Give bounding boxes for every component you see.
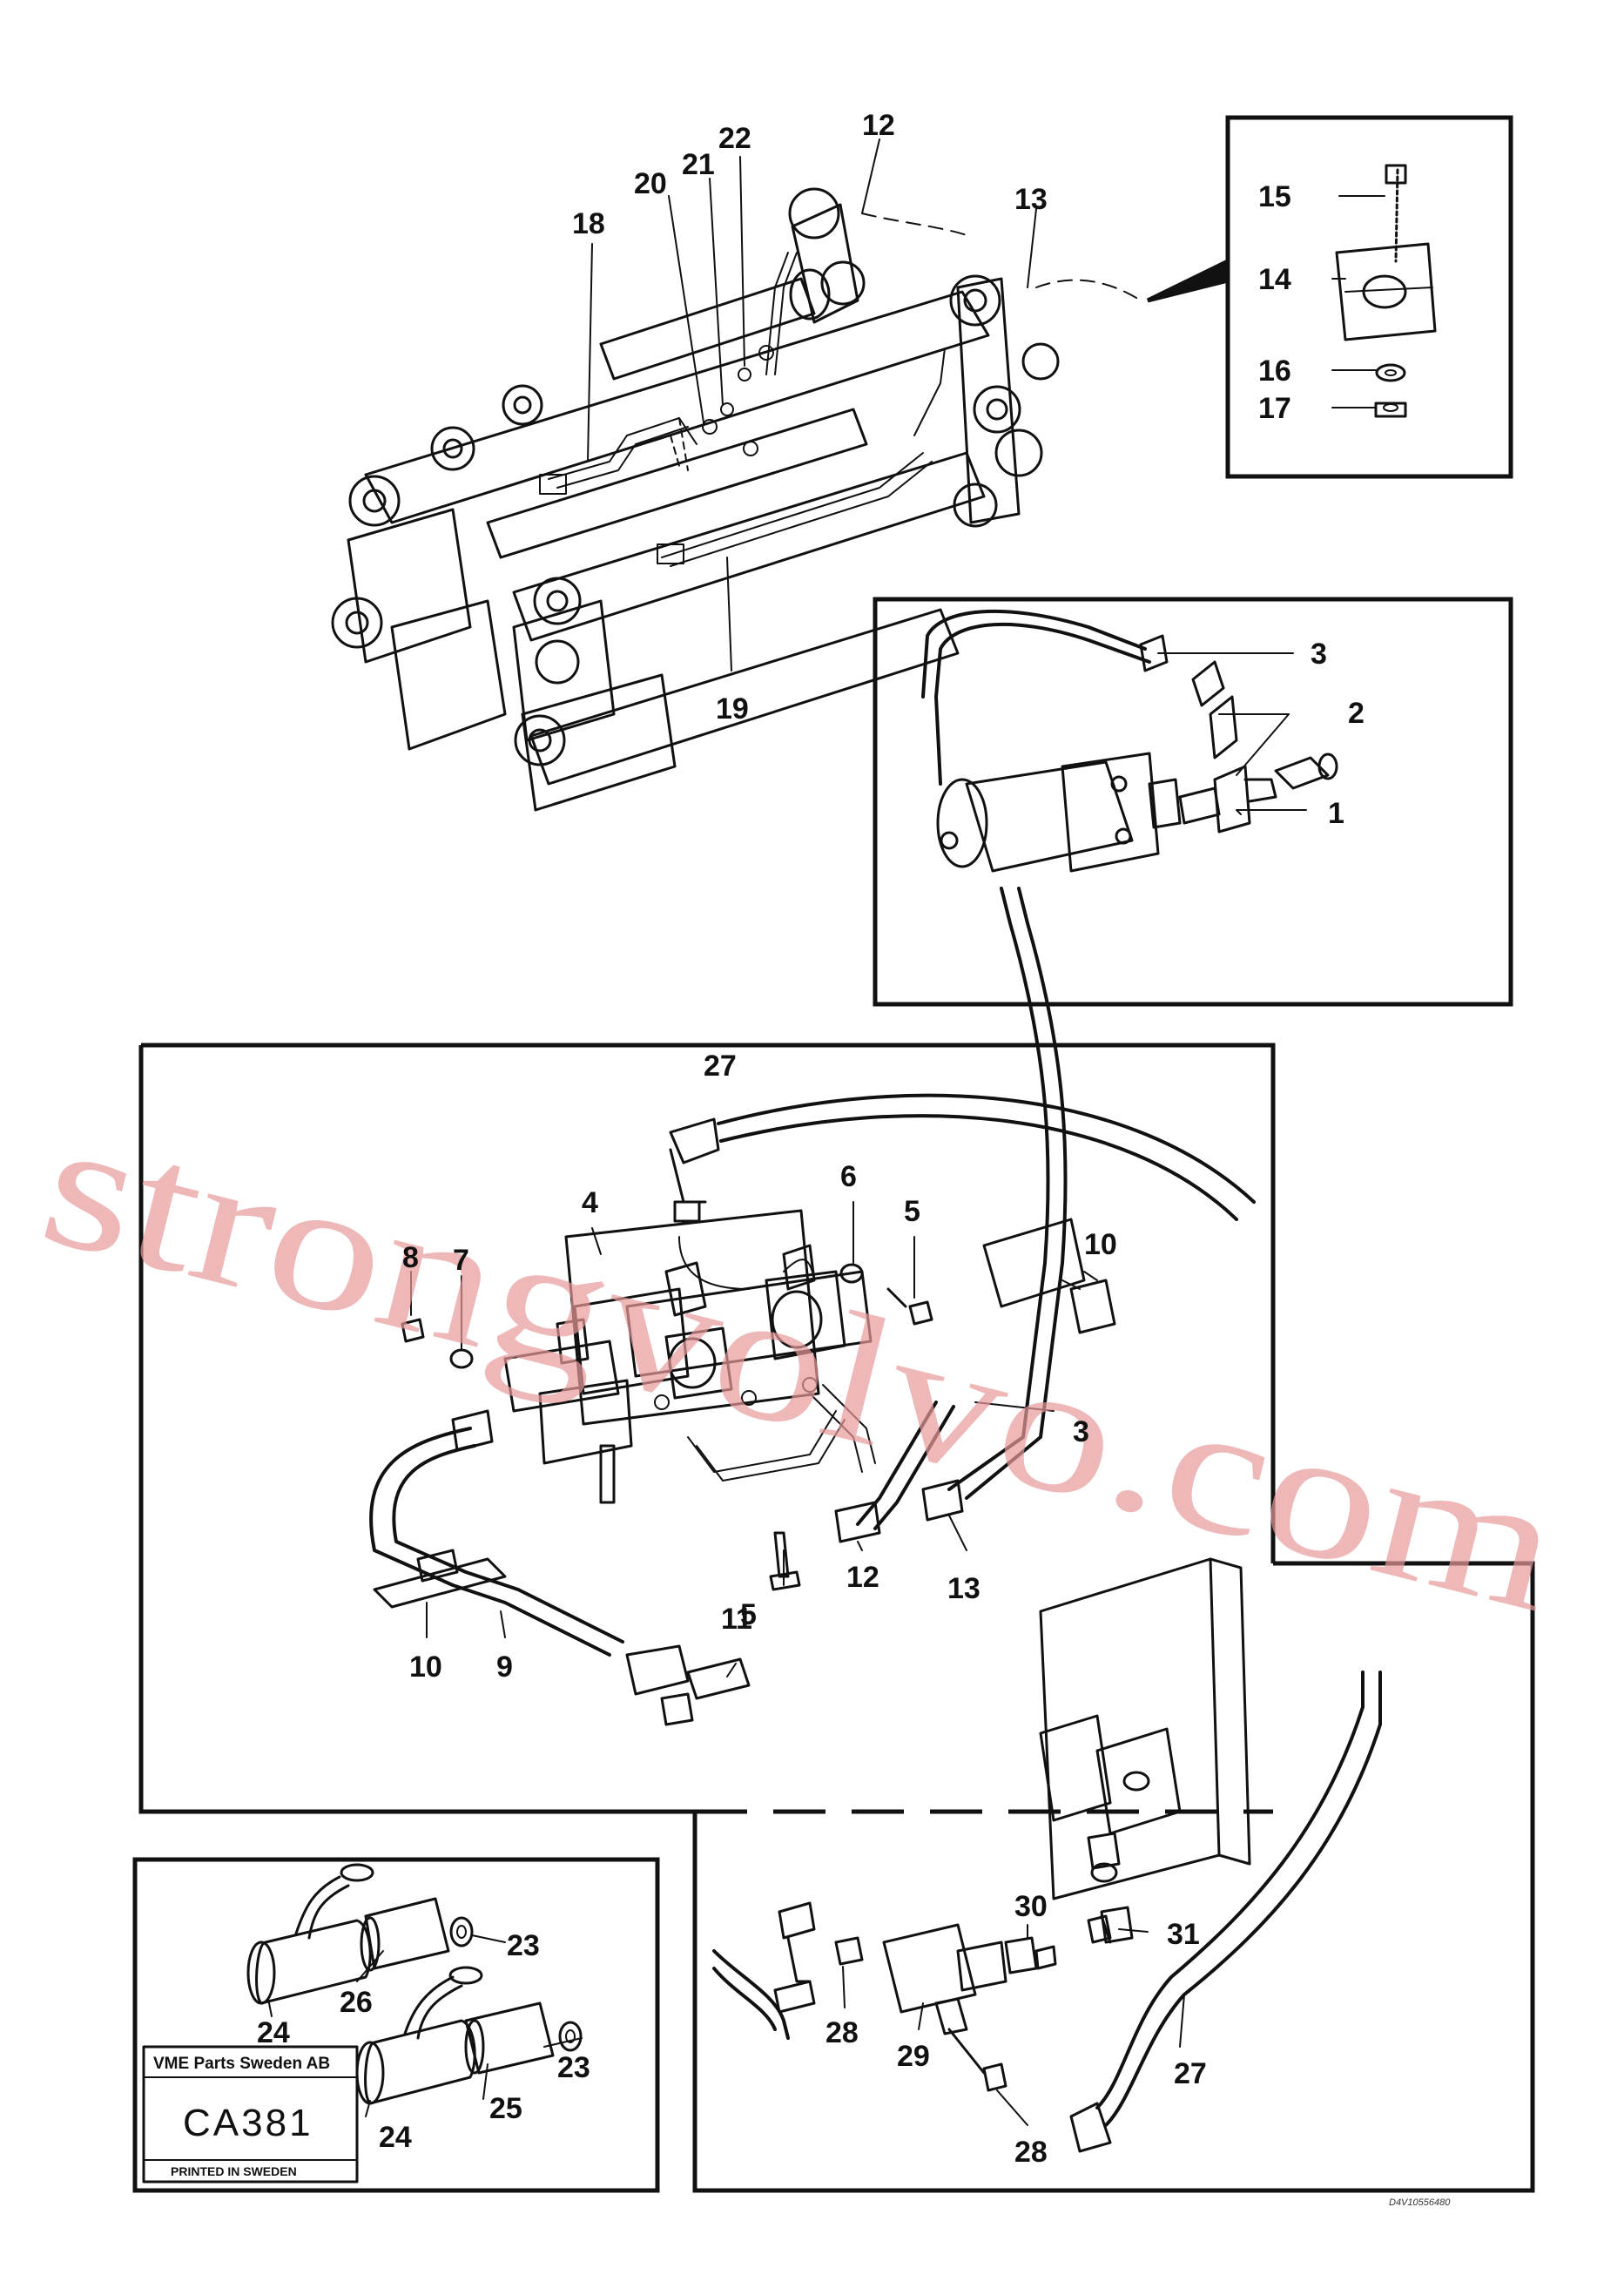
motor-detail bbox=[921, 609, 1338, 873]
callout-11: 11 bbox=[721, 1603, 752, 1636]
callout-2: 2 bbox=[1348, 697, 1365, 730]
hose-3 bbox=[934, 695, 1050, 1491]
name-plate bbox=[142, 2045, 359, 2184]
callout-3: 3 bbox=[1311, 638, 1327, 671]
detail-frame-motor bbox=[873, 597, 1513, 1007]
callout-24-lower: 24 bbox=[379, 2121, 412, 2154]
callout-28: 28 bbox=[825, 2016, 859, 2049]
callout-4: 4 bbox=[582, 1186, 598, 1219]
hose-3-inner bbox=[965, 887, 1068, 1500]
callout-12-valve: 12 bbox=[846, 1561, 879, 1594]
callout-17: 17 bbox=[1258, 392, 1291, 425]
callout-3-valve: 3 bbox=[1073, 1415, 1089, 1448]
callout-31: 31 bbox=[1167, 1918, 1200, 1951]
detail-frame-clamp bbox=[1225, 115, 1513, 479]
callout-15: 15 bbox=[1258, 180, 1291, 213]
callout-5: 5 bbox=[904, 1195, 920, 1228]
callout-10-hose: 10 bbox=[409, 1650, 442, 1684]
callout-18: 18 bbox=[572, 207, 605, 240]
callout-8: 8 bbox=[402, 1241, 419, 1274]
callout-30: 30 bbox=[1014, 1890, 1048, 1923]
detail-frame-connectors bbox=[132, 1857, 660, 2193]
plate-footer: PRINTED IN SWEDEN bbox=[171, 2164, 297, 2178]
callout-13-valve: 13 bbox=[947, 1572, 980, 1605]
callout-22: 22 bbox=[718, 122, 751, 155]
callout-7: 7 bbox=[453, 1244, 469, 1277]
connector-detail bbox=[142, 1863, 583, 2184]
callout-6: 6 bbox=[840, 1160, 857, 1193]
callout-13: 13 bbox=[1014, 183, 1048, 216]
callout-21: 21 bbox=[682, 148, 715, 181]
callout-16: 16 bbox=[1258, 354, 1291, 388]
zoom-pointer bbox=[1146, 257, 1230, 303]
plate-code: CA381 bbox=[183, 2102, 313, 2144]
callout-1: 1 bbox=[1328, 797, 1344, 830]
boom-assembly bbox=[331, 138, 1142, 812]
callout-28-lower: 28 bbox=[1014, 2136, 1048, 2169]
callout-19: 19 bbox=[716, 692, 749, 726]
callout-labels: 12 13 22 21 20 18 19 15 14 16 17 3 2 1 2… bbox=[257, 109, 1365, 2169]
plate-title: VME Parts Sweden AB bbox=[153, 2055, 330, 2073]
callout-29: 29 bbox=[897, 2040, 930, 2073]
drawing-reference: D4V10556480 bbox=[1389, 2197, 1451, 2208]
callout-24: 24 bbox=[257, 2016, 290, 2049]
clamp-detail bbox=[1331, 164, 1437, 418]
detail-frame-valve bbox=[138, 1043, 1535, 2193]
callout-10: 10 bbox=[1084, 1228, 1117, 1261]
callout-27: 27 bbox=[704, 1050, 737, 1083]
callout-12: 12 bbox=[862, 109, 895, 142]
callout-14: 14 bbox=[1258, 263, 1291, 296]
callout-26: 26 bbox=[340, 1986, 373, 2019]
valve-block-detail bbox=[369, 1093, 1256, 1726]
watermark: strongvolvo.com bbox=[25, 1080, 1578, 1651]
callout-20: 20 bbox=[634, 167, 667, 200]
solenoid-detail bbox=[712, 1557, 1382, 2153]
callout-25: 25 bbox=[489, 2092, 522, 2125]
callout-9: 9 bbox=[496, 1650, 513, 1684]
callout-27-lower: 27 bbox=[1174, 2057, 1207, 2090]
callout-23-lower: 23 bbox=[557, 2051, 590, 2084]
callout-5-valve: 5 bbox=[740, 1598, 757, 1631]
callout-23: 23 bbox=[507, 1929, 540, 1962]
